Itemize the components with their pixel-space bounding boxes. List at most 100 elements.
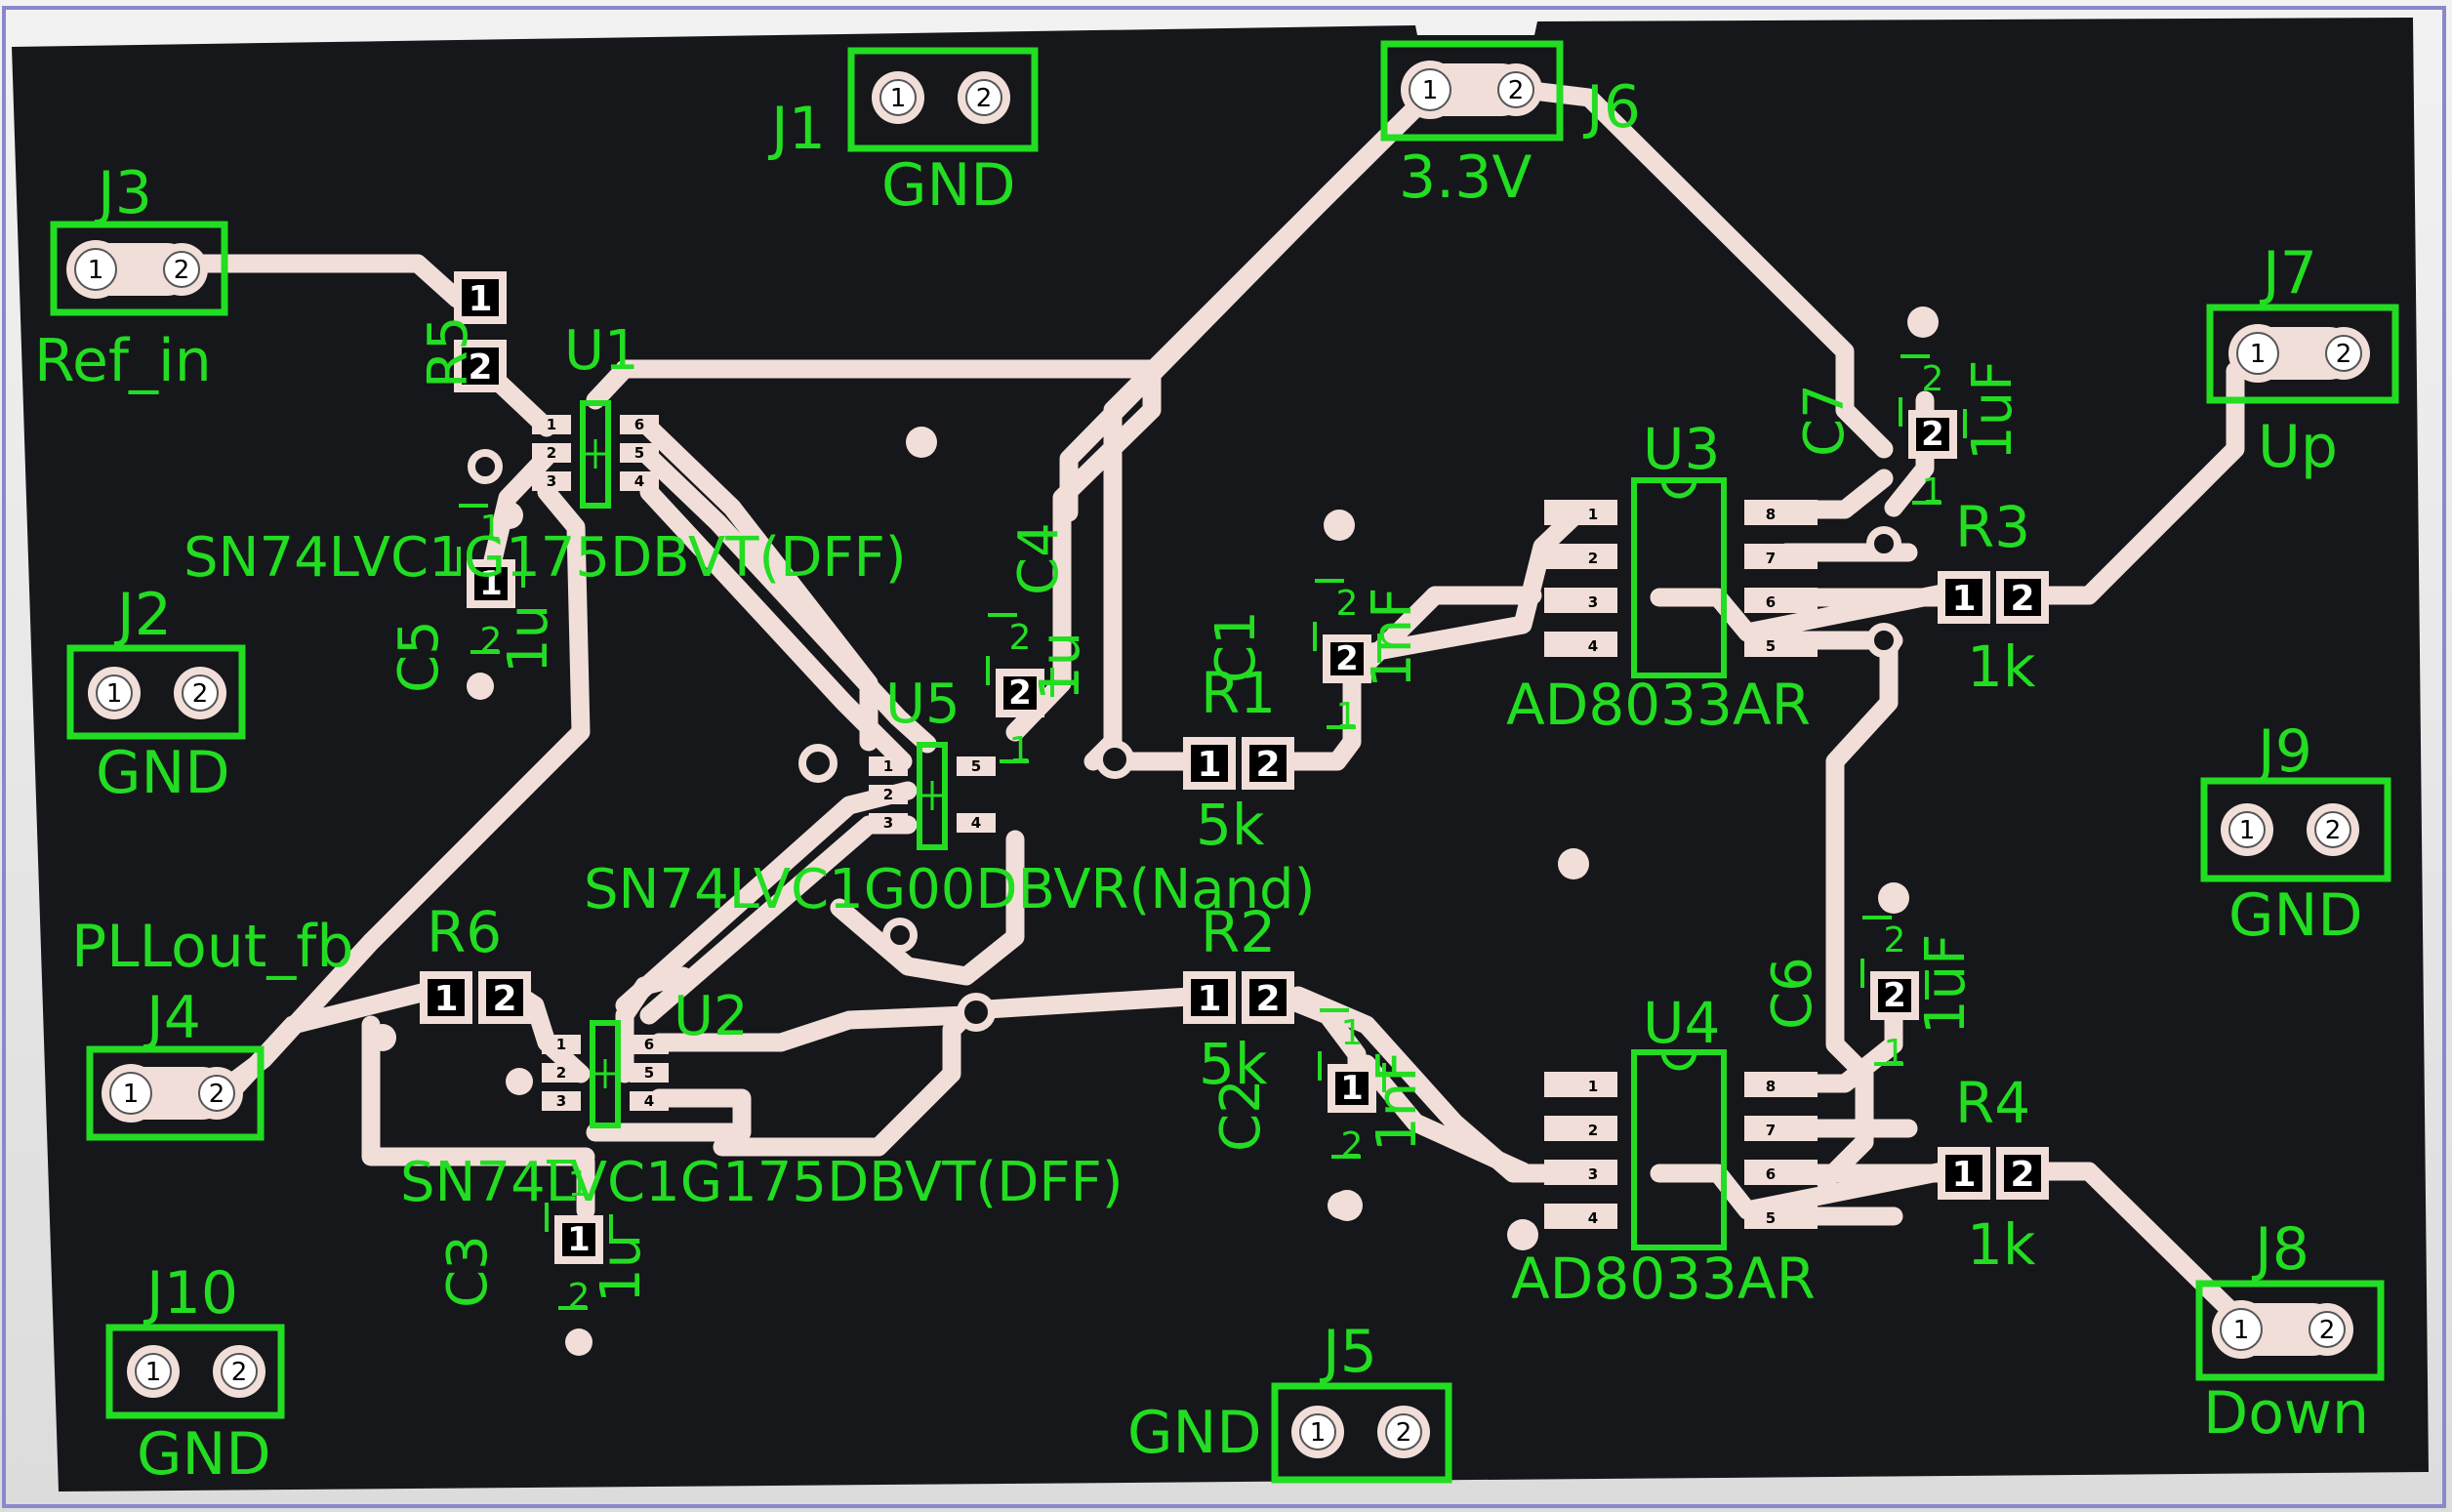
pin-number: 2 <box>192 679 209 709</box>
capacitor-ref: C5 <box>388 620 451 693</box>
pad-number: 2 <box>1883 976 1906 1015</box>
pad-number: 1 <box>1336 696 1359 736</box>
smd-pad-inner <box>2004 1155 2041 1192</box>
capacitor-c7[interactable]: 2121C71uF <box>1793 354 2024 511</box>
smd-pad-inner <box>1003 676 1037 710</box>
pad-number: 2 <box>1335 639 1359 678</box>
pad-number: 2 <box>1921 415 1944 454</box>
pin-number: 3 <box>1588 1165 1598 1183</box>
ic-pad <box>869 785 908 804</box>
ic-pad <box>620 471 659 491</box>
connector-ref: J9 <box>2254 717 2312 786</box>
ic-pad <box>542 1091 581 1111</box>
pin-number: 4 <box>634 472 644 490</box>
pin-number: 6 <box>644 1036 654 1053</box>
connector-ref: J6 <box>1582 73 1641 142</box>
pin-number: 2 <box>1588 1122 1598 1139</box>
capacitor-c4[interactable]: 2121C41u <box>986 522 1092 770</box>
capacitor-c1[interactable]: 2121C11nF <box>1205 579 1424 736</box>
capacitor-outline <box>545 1160 613 1310</box>
pad-hole <box>96 674 133 712</box>
capacitor-c3[interactable]: 1212C31u <box>436 1160 653 1317</box>
pad-number: 2 <box>480 621 503 661</box>
smd-pad-inner <box>1335 1072 1369 1105</box>
pin-number: 7 <box>1766 1122 1776 1139</box>
pad-number: 2 <box>1255 745 1280 785</box>
ic-body-outline <box>1631 1049 1727 1250</box>
connector-ref: J7 <box>2259 239 2317 307</box>
pad-number: 1 <box>1884 1033 1906 1073</box>
board-frame <box>2 6 2446 1508</box>
connector-outline <box>105 1324 285 1419</box>
smd-pad-inner <box>1191 979 1228 1016</box>
ic-value: SN74LVC1G175DBVT(DFF) <box>184 526 907 590</box>
pin-number: 6 <box>1766 1165 1776 1183</box>
connector-value: GND <box>881 151 1016 220</box>
smd-pad-inner <box>1916 418 1949 451</box>
ic-ref: U4 <box>1643 990 1720 1056</box>
pin-number: 2 <box>1588 550 1598 567</box>
ic-pad <box>1744 1204 1818 1229</box>
resistor-value: 1k <box>1967 633 2036 700</box>
pin-number: 5 <box>1766 1209 1776 1227</box>
pad-hole <box>2236 332 2279 375</box>
capacitor-c2[interactable]: 1212C21nF <box>1209 1008 1429 1165</box>
pad-hole <box>74 248 117 291</box>
ic-notch <box>1660 1051 1697 1071</box>
ic-ref: U5 <box>885 673 960 736</box>
pad-number: 1 <box>1341 1013 1364 1053</box>
pin-number: 4 <box>1588 1209 1598 1227</box>
ic-pad <box>1544 500 1617 525</box>
smd-pad-inner <box>428 979 465 1016</box>
pad-number: 2 <box>1341 1125 1364 1165</box>
pin-number: 5 <box>634 444 644 462</box>
smd-pad-inner <box>1878 979 1911 1012</box>
pad-number: 1 <box>1922 471 1944 511</box>
pin-number: 2 <box>209 1080 225 1109</box>
pad-number: 1 <box>479 564 503 603</box>
pin-number: 1 <box>1310 1418 1327 1448</box>
pad-number: 1 <box>1009 730 1032 770</box>
pin-number: 3 <box>1588 593 1598 611</box>
resistor-ref: R3 <box>1955 494 2030 560</box>
capacitor-c6[interactable]: 2121C61uF <box>1761 916 1978 1073</box>
smd-pad-inner <box>486 979 523 1016</box>
pin-number: 5 <box>644 1064 654 1082</box>
connector-outline <box>1271 1382 1452 1484</box>
connector-outline <box>50 221 228 316</box>
pad-number: 1 <box>468 279 492 319</box>
resistor-ref: R2 <box>1201 899 1276 965</box>
connector-ref: J8 <box>2251 1215 2309 1284</box>
ic-ref: U2 <box>674 985 749 1048</box>
pad-number: 1 <box>433 979 458 1019</box>
resistor-ref: R6 <box>427 899 502 965</box>
capacitor-c5[interactable]: 1212C51u <box>388 504 560 693</box>
capacitor-value: 1u <box>497 604 560 674</box>
pad-number: 2 <box>1922 359 1944 399</box>
pin-number: 3 <box>547 472 556 490</box>
pad-hole <box>109 1072 152 1115</box>
connector-ref: J3 <box>94 159 152 227</box>
